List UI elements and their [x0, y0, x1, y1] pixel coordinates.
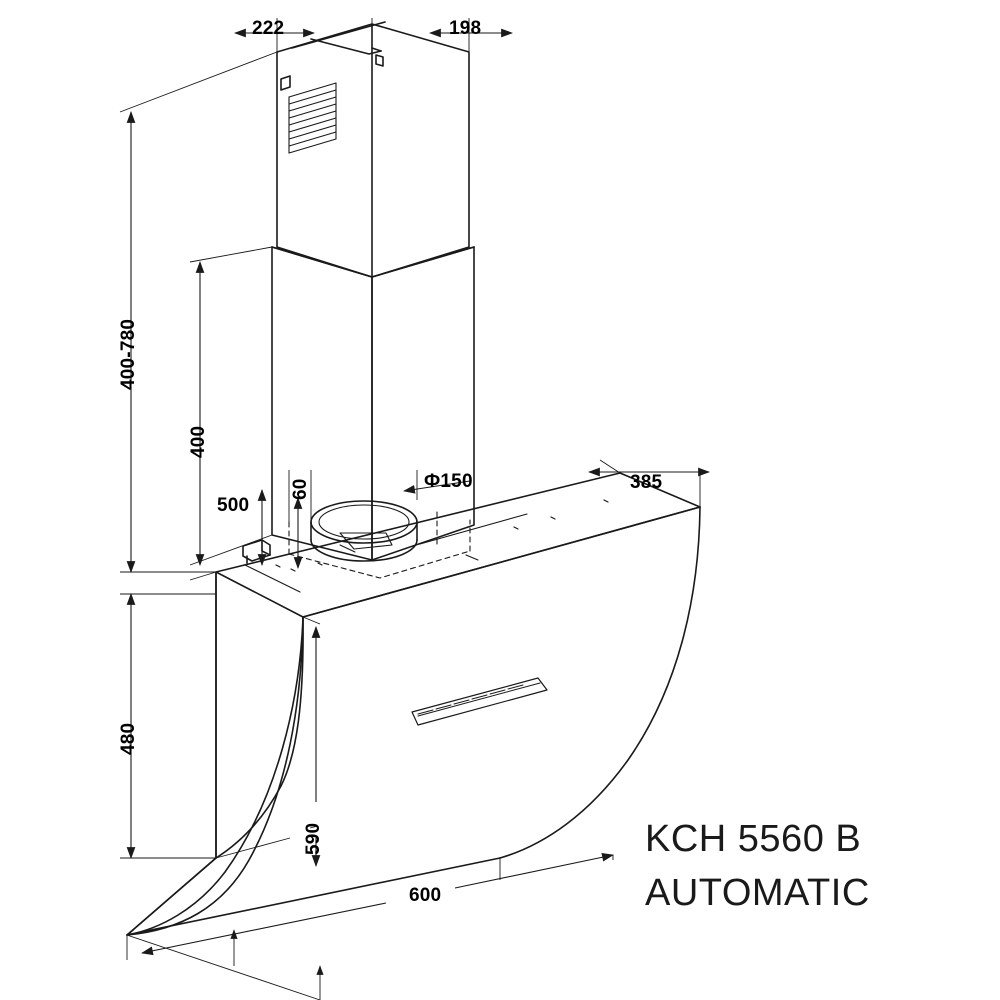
product-model-name: KCH 5560 B	[645, 818, 862, 860]
top-plate-scribe	[244, 564, 301, 593]
control-panel-band	[411, 677, 548, 726]
duct-collar-inner	[318, 504, 410, 540]
dim-label-400: 400	[188, 425, 209, 458]
duct-footprint-front	[288, 550, 471, 579]
dim-line-600-left	[141, 902, 387, 956]
dim-label-600: 600	[409, 885, 442, 906]
dim-label-480: 480	[118, 722, 139, 755]
dim-label-60: 60	[290, 478, 311, 500]
vent-louvres	[288, 82, 337, 154]
vent-tab	[280, 75, 291, 91]
glass-right-curve	[499, 506, 701, 859]
duct-collar-outer	[310, 500, 418, 544]
hood-left-curve-inner	[215, 616, 304, 859]
duct-flap-tab	[339, 544, 356, 553]
product-model-variant: AUTOMATIC	[645, 872, 870, 914]
extension-lines	[119, 18, 701, 960]
control-panel-line	[417, 682, 541, 717]
dim-label-d150: Ф150	[424, 471, 473, 492]
chimney-top-bracket	[375, 54, 384, 67]
dim-label-222: 222	[252, 18, 285, 39]
glass-left-curve-inner	[126, 616, 304, 936]
dim-label-400-780: 400-780	[118, 318, 139, 390]
glass-top-edge	[302, 506, 701, 618]
dim-line-600-right	[454, 852, 614, 889]
dim-line-d150	[403, 480, 471, 494]
control-panel-slots	[417, 684, 524, 715]
top-plate-marks	[275, 499, 609, 572]
hood-left-panel-back	[126, 571, 217, 936]
chimney-top-inner2	[371, 47, 382, 52]
dim-label-500: 500	[217, 495, 250, 516]
top-plate-scribe-2	[419, 513, 528, 545]
hood-left-curve-outer	[126, 616, 304, 936]
dim-label-385: 385	[630, 472, 663, 493]
chimney-top-inner	[310, 38, 382, 55]
chimney-upper	[276, 23, 470, 278]
dim-600-base	[126, 934, 321, 1000]
chimney-top-lip	[291, 21, 386, 49]
duct-wall-bottom	[310, 539, 418, 562]
chimney-lower-top	[271, 246, 475, 278]
dim-label-198: 198	[449, 18, 482, 39]
hood-left-bottom-edge	[126, 857, 217, 936]
dim-label-590: 590	[303, 822, 324, 855]
hood-outline	[126, 21, 701, 936]
glass-bottom-front-edge	[126, 857, 501, 936]
duct-flap	[339, 532, 393, 550]
dimension-lines	[119, 18, 710, 1000]
chimney-lower-left	[271, 246, 373, 561]
top-plate-scribe-3	[465, 554, 479, 561]
